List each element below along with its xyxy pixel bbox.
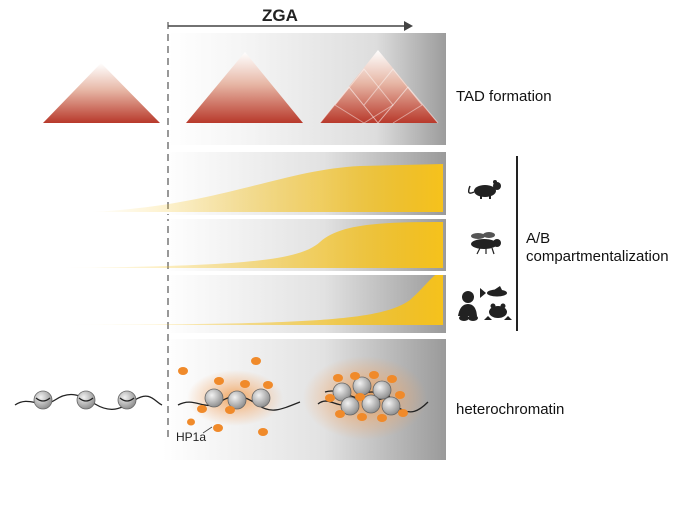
- hp1a-protein: [350, 372, 360, 380]
- tad-triangle-early: [43, 63, 160, 123]
- compartment-label-line2: compartmentalization: [526, 248, 669, 265]
- mouse-icon: [467, 180, 501, 199]
- tad-triangle-mid: [186, 52, 303, 123]
- fly-icon: [471, 232, 501, 255]
- hp1a-protein: [355, 393, 365, 401]
- hp1a-protein: [333, 374, 343, 382]
- tad-formation-label: TAD formation: [456, 88, 552, 105]
- nucleosome: [372, 380, 392, 400]
- tad-triangle-late: [319, 50, 439, 124]
- compartment-curve-fish: [60, 272, 443, 325]
- chromatin-fiber-late: [303, 356, 429, 440]
- hp1a-protein: [357, 413, 367, 421]
- hp1a-protein: [398, 409, 408, 417]
- hp1a-protein: [187, 418, 195, 426]
- hp1a-protein: [325, 394, 335, 402]
- hp1a-protein: [213, 424, 223, 432]
- hp1a-protein: [178, 367, 188, 375]
- nucleosome: [227, 390, 247, 410]
- hp1a-protein: [258, 428, 268, 436]
- nucleosome: [204, 388, 224, 408]
- hp1a-protein: [369, 371, 379, 379]
- nucleosome: [332, 382, 352, 402]
- hp1a-protein: [214, 377, 224, 385]
- hp1a-pointer: [202, 426, 213, 434]
- compartment-curve-fly: [60, 222, 443, 268]
- nucleosome: [76, 390, 96, 410]
- hp1a-protein: [225, 406, 235, 414]
- nucleosome: [117, 390, 137, 410]
- nucleosome: [361, 394, 381, 414]
- compartment-label-line1: A/B: [526, 230, 551, 247]
- human-icon: [458, 291, 478, 321]
- hp1a-label: HP1a: [176, 430, 207, 444]
- hp1a-protein: [263, 381, 273, 389]
- hp1a-protein: [387, 375, 397, 383]
- compartment-curve-mouse: [90, 164, 443, 212]
- nucleosome: [251, 388, 271, 408]
- hp1a-protein: [240, 380, 250, 388]
- hp1a-protein: [377, 414, 387, 422]
- nucleosome: [33, 390, 53, 410]
- frog-icon: [484, 303, 512, 320]
- hp1a-protein: [395, 391, 405, 399]
- zga-arrow: [168, 21, 413, 31]
- hp1a-protein: [251, 357, 261, 365]
- chromatin-fiber-mid: [177, 357, 301, 436]
- hp1a-protein: [197, 405, 207, 413]
- zga-title: ZGA: [262, 6, 298, 25]
- fish-icon: [480, 286, 507, 298]
- heterochromatin-label: heterochromatin: [456, 401, 565, 418]
- chromatin-fiber-early: [14, 390, 163, 410]
- hp1a-protein: [335, 410, 345, 418]
- nucleosome: [340, 396, 360, 416]
- nucleosome: [381, 396, 401, 416]
